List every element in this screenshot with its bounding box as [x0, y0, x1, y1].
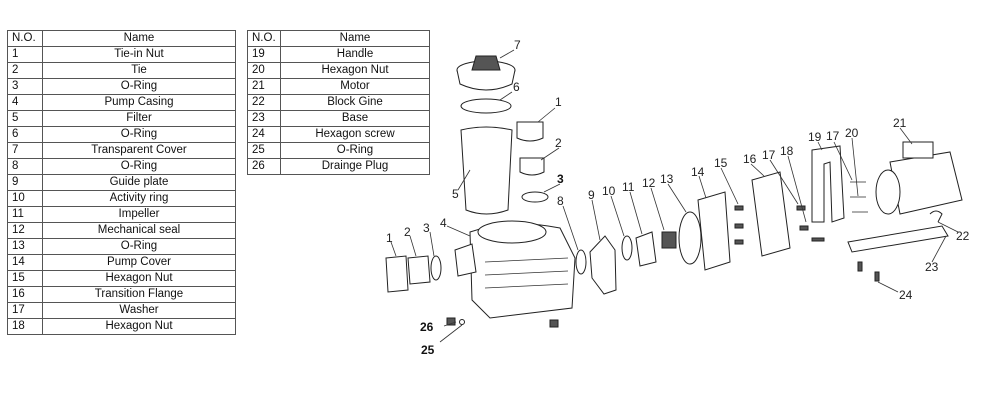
callout-8: 8: [557, 194, 564, 208]
tie-top-part: [519, 157, 545, 176]
callout-25: 25: [421, 343, 435, 357]
callout-3-side: 3: [423, 221, 430, 235]
tie-in-nut-side-part: [385, 255, 409, 293]
part-name: O-Ring: [42, 158, 236, 175]
activity-ring-part: [621, 235, 633, 261]
guide-plate-part: [589, 235, 617, 295]
callout-6: 6: [513, 80, 520, 94]
callout-16: 16: [743, 152, 757, 166]
o-ring-13-part: [678, 211, 702, 265]
pump-cover-part: [697, 191, 731, 271]
part-number: 18: [7, 318, 43, 335]
callout-24: 24: [899, 288, 913, 302]
hexagon-nut-15-part: [734, 205, 744, 245]
part-name: O-Ring: [280, 142, 430, 159]
washer-nut-17-18-part: [796, 205, 825, 242]
base-part: [847, 225, 949, 253]
callout-2-side: 2: [404, 225, 411, 239]
callout-23: 23: [925, 260, 939, 274]
callout-13: 13: [660, 172, 674, 186]
part-name: Hexagon Nut: [42, 318, 236, 335]
block-part: [929, 210, 943, 223]
motor-part: [875, 141, 963, 215]
callout-2-top: 2: [555, 136, 562, 150]
leader-lines: [390, 49, 959, 343]
transition-flange-part: [751, 171, 791, 257]
callout-3-top: 3: [557, 172, 564, 186]
transparent-cover-part: [456, 55, 516, 91]
callout-4: 4: [440, 216, 447, 230]
callout-1-top: 1: [555, 95, 562, 109]
callout-12: 12: [642, 176, 656, 190]
callout-21: 21: [893, 116, 907, 130]
callout-19: 19: [808, 130, 822, 144]
o-ring-8-part: [575, 249, 587, 275]
callout-1-side: 1: [386, 231, 393, 245]
callout-15: 15: [714, 156, 728, 170]
callout-22: 22: [956, 229, 970, 243]
callout-5: 5: [452, 187, 459, 201]
callout-7: 7: [514, 38, 521, 52]
part-name: Guide plate: [42, 174, 236, 191]
hexagon-screw-part: [857, 261, 880, 282]
header-name: Name: [280, 30, 430, 47]
callout-11: 11: [622, 180, 635, 194]
callout-17-left: 17: [762, 148, 776, 162]
part-number: 15: [7, 270, 43, 287]
part-name: Hexagon screw: [280, 126, 430, 143]
part-number: 23: [247, 110, 281, 127]
filter-part: [460, 126, 513, 215]
drain-plug-part: [446, 317, 456, 326]
pump-casing-part: [454, 220, 576, 319]
o-ring-3-top-part: [521, 191, 549, 203]
callout-14: 14: [691, 165, 705, 179]
callout-18: 18: [780, 144, 794, 158]
callout-26: 26: [420, 320, 434, 334]
hexagon-nut-20-part: [850, 181, 868, 213]
part-name: Hexagon Nut: [280, 62, 430, 79]
drain-plug-2-part: [549, 319, 559, 328]
callout-labels: 7 6 5 1 2 3 4 1 2 3 8 9 10 11 12 13 14 1…: [386, 38, 970, 357]
callout-10: 10: [602, 184, 616, 198]
table-header-row: N.O. Name: [247, 30, 430, 47]
part-name: Transition Flange: [42, 286, 236, 303]
part-name: Base: [280, 110, 430, 127]
part-name: Pump Cover: [42, 254, 236, 271]
mechanical-seal-part: [661, 231, 677, 249]
callout-20: 20: [845, 126, 859, 140]
part-name: Transparent Cover: [42, 142, 236, 159]
part-name: Hexagon Nut: [42, 270, 236, 287]
impeller-part: [635, 231, 657, 267]
tie-in-nut-top-part: [516, 121, 544, 142]
callout-17-right: 17: [826, 129, 840, 143]
o-ring-6-part: [460, 98, 512, 114]
part-number: 14: [7, 254, 43, 271]
handle-part: [811, 145, 845, 223]
o-ring-25-part: [459, 319, 465, 325]
part-name: Drainge Plug: [280, 158, 430, 175]
tie-side-part: [407, 255, 431, 285]
o-ring-3-side-part: [430, 255, 442, 281]
callout-9: 9: [588, 188, 595, 202]
